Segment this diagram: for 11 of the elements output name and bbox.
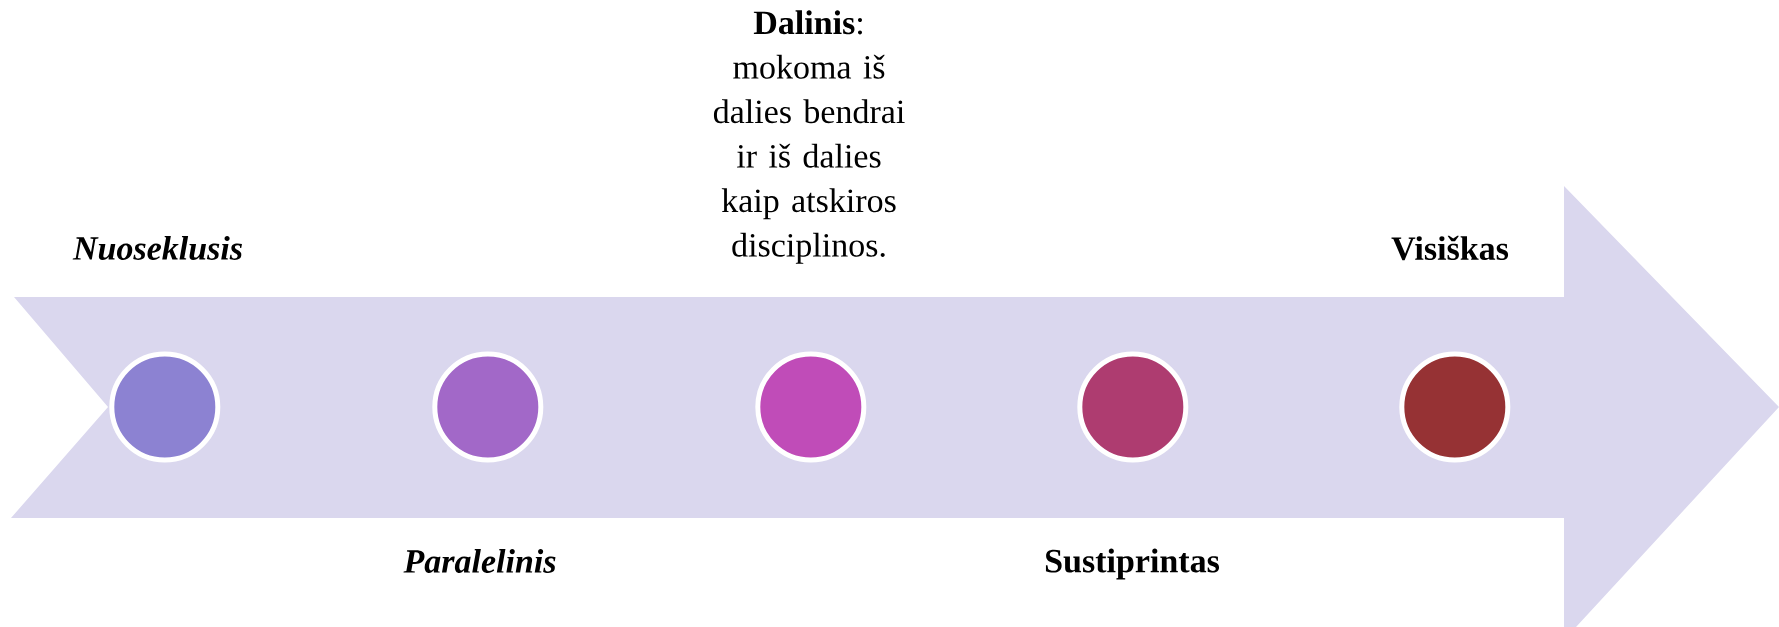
step-circle <box>1399 351 1511 463</box>
arrow-band <box>11 186 1779 627</box>
step-label: Sustiprintas <box>1045 548 1220 580</box>
step-circle <box>432 351 544 463</box>
step-label: Nuoseklusis <box>72 236 242 260</box>
step-label: Visiškas <box>1391 235 1509 261</box>
step-label: Paralelinis <box>403 549 556 573</box>
step-label: Dalinis: mokoma iš dalies bendrai ir iš dalies kaip atskiros disciplinos. <box>713 10 905 264</box>
step-circle <box>109 351 221 463</box>
step-circle <box>755 351 867 463</box>
step-circle <box>1077 351 1189 463</box>
